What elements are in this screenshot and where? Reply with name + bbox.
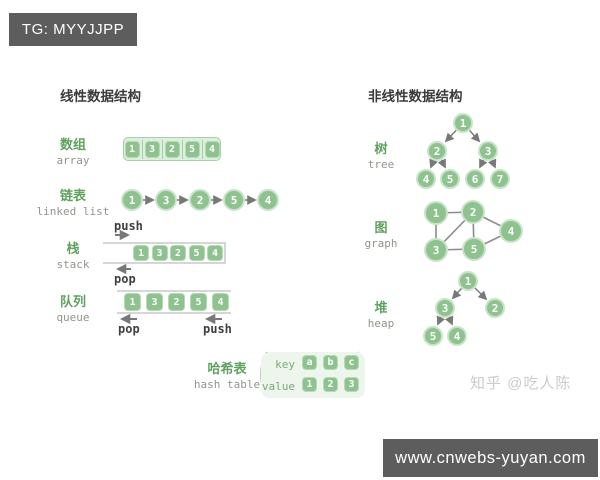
linked-list-node: 2	[189, 189, 211, 211]
heap-node: 4	[447, 326, 467, 346]
hash-key-cell: b	[323, 355, 338, 370]
array-cell-divider	[201, 139, 203, 159]
queue-cell: 3	[146, 293, 163, 311]
graph-node: 4	[499, 219, 523, 243]
tree-node: 5	[440, 169, 460, 189]
stack-label: 栈 stack	[23, 238, 123, 271]
stack-pop-label: pop	[114, 272, 136, 286]
array-cells: 1 3 2 5 4	[123, 137, 221, 161]
hash-table-label-zh: 哈希表	[207, 361, 247, 376]
hash-value-cell: 2	[323, 377, 338, 392]
stack-label-en: stack	[56, 258, 90, 271]
stack-cell: 4	[207, 245, 223, 261]
queue-cell: 1	[124, 293, 141, 311]
hash-table-label: 哈希表 hash table	[177, 358, 277, 391]
stack-push-label: push	[114, 219, 143, 233]
linked-list-node: 3	[155, 189, 177, 211]
heap-node: 5	[423, 326, 443, 346]
array-cell-divider	[141, 139, 143, 159]
tree-node: 2	[427, 141, 447, 161]
array-cell: 5	[184, 140, 200, 158]
linked-list-label: 链表 linked list	[23, 185, 123, 218]
array-cell: 1	[124, 140, 140, 158]
queue-label: 队列 queue	[23, 291, 123, 324]
array-cell-divider	[181, 139, 183, 159]
stack-cell: 2	[170, 245, 186, 261]
queue-cell: 5	[190, 293, 207, 311]
hash-table-label-en: hash table	[193, 378, 261, 391]
graph-label: 图 graph	[331, 217, 431, 250]
queue-container	[117, 290, 231, 314]
tree-node: 4	[416, 169, 436, 189]
array-cell: 4	[204, 140, 220, 158]
linked-list-node: 5	[223, 189, 245, 211]
array-label-en: array	[56, 154, 90, 167]
array-label-zh: 数组	[59, 137, 86, 152]
array-cell: 2	[164, 140, 180, 158]
graph-label-en: graph	[364, 237, 398, 250]
heap-node: 3	[435, 298, 455, 318]
linked-list-label-zh: 链表	[59, 188, 86, 203]
linked-list-node: 4	[257, 189, 279, 211]
array-cell: 3	[144, 140, 160, 158]
stack-container	[103, 242, 226, 264]
heap-label-en: heap	[367, 317, 395, 330]
bottom-url-badge: www.cnwebs-yuyan.com	[383, 439, 598, 477]
tree-label-en: tree	[367, 158, 395, 171]
heap-node: 1	[458, 271, 478, 291]
tree-node: 3	[478, 141, 498, 161]
stack-arrows	[115, 229, 131, 275]
tree-node: 7	[490, 169, 510, 189]
graph-label-zh: 图	[374, 220, 388, 235]
linear-heading: 线性数据结构	[60, 89, 141, 104]
graph-node: 5	[462, 237, 486, 261]
stack-label-zh: 栈	[66, 241, 80, 256]
tree-label-zh: 树	[374, 141, 388, 156]
top-watermark-badge: TG: MYYJJPP	[9, 13, 137, 46]
tree-label: 树 tree	[331, 138, 431, 171]
array-cell-divider	[161, 139, 163, 159]
tree-node: 6	[465, 169, 485, 189]
stack-cell: 3	[151, 245, 168, 261]
array-label: 数组 array	[23, 134, 123, 167]
heap-label-zh: 堆	[374, 300, 388, 315]
queue-label-zh: 队列	[59, 294, 86, 309]
queue-cell: 2	[168, 293, 185, 311]
hash-value-cell: 3	[344, 377, 359, 392]
stack-cell: 1	[133, 245, 149, 261]
hash-key-cell: c	[344, 355, 359, 370]
heap-node: 2	[485, 298, 505, 318]
queue-cell: 4	[212, 293, 229, 311]
linked-list-node: 1	[121, 189, 143, 211]
queue-label-en: queue	[56, 311, 90, 324]
queue-pop-label: pop	[118, 322, 140, 336]
hash-key-label: key	[275, 358, 295, 371]
stack-cells: 1 3 2 5 4	[133, 245, 223, 261]
graph-node: 2	[461, 200, 485, 224]
author-watermark: 知乎 @吃人陈	[470, 375, 572, 392]
linked-list-label-en: linked list	[36, 205, 110, 218]
tree-node: 1	[453, 113, 473, 133]
stack-cell: 5	[188, 245, 205, 261]
graph-node: 3	[424, 238, 448, 262]
queue-push-label: push	[203, 322, 232, 336]
heap-label: 堆 heap	[331, 297, 431, 330]
nonlinear-heading: 非线性数据结构	[368, 89, 463, 104]
hash-value-label: value	[261, 380, 295, 393]
hash-value-cell: 1	[302, 377, 317, 392]
queue-cells: 1 3 2 5 4	[124, 293, 229, 311]
graph-node: 1	[424, 201, 448, 225]
hash-key-cell: a	[302, 355, 317, 370]
